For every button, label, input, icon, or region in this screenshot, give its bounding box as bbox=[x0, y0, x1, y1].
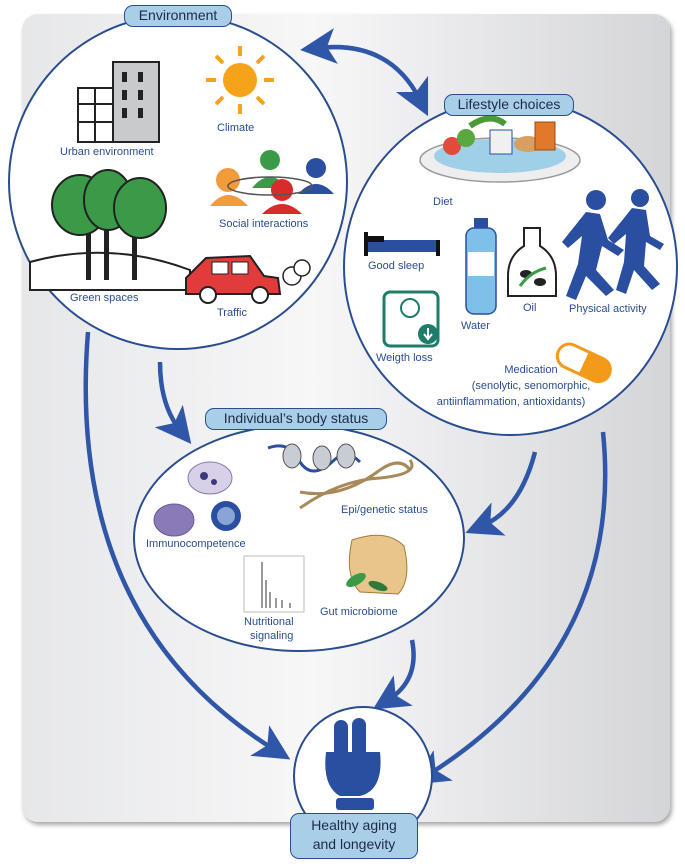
victory-hand-icon bbox=[325, 718, 381, 810]
oil-label: Oil bbox=[523, 302, 537, 314]
medication-label-3: antiinflammation, antioxidants) bbox=[436, 396, 586, 408]
physical-activity-label: Physical activity bbox=[569, 303, 647, 315]
medication-label-1: Medication bbox=[504, 364, 558, 376]
immunocompetence-label: Immunocompetence bbox=[146, 538, 246, 550]
gut-microbiome-label: Gut microbiome bbox=[320, 606, 398, 618]
trees-icon bbox=[29, 169, 191, 291]
nutritional-label-2: signaling bbox=[250, 630, 294, 642]
arrow-environment-outcome bbox=[83, 331, 291, 760]
urban-environment-label: Urban environment bbox=[60, 146, 154, 158]
outcome-title: Healthy aging and longevity bbox=[290, 813, 418, 859]
water-label: Water bbox=[461, 320, 490, 332]
signal-spectrum-icon bbox=[243, 555, 305, 613]
runners-icon bbox=[562, 189, 664, 300]
gut-microbiome-icon bbox=[346, 534, 408, 595]
pill-icon bbox=[555, 342, 612, 384]
traffic-label: Traffic bbox=[217, 307, 247, 319]
water-bottle-icon bbox=[465, 218, 497, 315]
environment-title: Environment bbox=[124, 5, 232, 27]
immune-cells-icon bbox=[153, 461, 241, 537]
weight-loss-label: Weigth loss bbox=[376, 352, 433, 364]
arrow-environment-body bbox=[154, 361, 192, 445]
outcome-line-2: and longevity bbox=[312, 836, 396, 852]
good-sleep-label: Good sleep bbox=[368, 260, 425, 272]
oil-jar-icon bbox=[507, 227, 557, 297]
climate-label: Climate bbox=[217, 122, 255, 134]
building-icon bbox=[77, 61, 160, 143]
arrow-environment-lifestyle bbox=[300, 28, 429, 117]
body-status-title: Individual’s body status bbox=[205, 408, 387, 430]
food-plate-icon bbox=[419, 115, 581, 183]
sun-icon bbox=[206, 46, 274, 114]
nutritional-label-1: Nutritional bbox=[244, 616, 294, 628]
lifestyle-title: Lifestyle choices bbox=[444, 94, 574, 116]
green-spaces-label: Green spaces bbox=[70, 292, 139, 304]
car-icon bbox=[185, 254, 311, 304]
diet-label: Diet bbox=[433, 196, 453, 208]
arrow-lifestyle-outcome bbox=[412, 431, 608, 785]
scale-icon bbox=[382, 290, 440, 348]
dna-icon bbox=[267, 443, 414, 510]
arrow-lifestyle-body bbox=[465, 451, 538, 536]
social-interactions-label: Social interactions bbox=[219, 218, 309, 230]
epigenetic-status-label: Epi/genetic status bbox=[341, 504, 428, 516]
arrow-body-outcome bbox=[372, 639, 416, 710]
outcome-line-1: Healthy aging bbox=[311, 817, 397, 833]
people-icon bbox=[210, 150, 334, 214]
medication-label-2: (senolytic, senomorphic, bbox=[471, 380, 591, 392]
bed-icon bbox=[364, 232, 440, 256]
